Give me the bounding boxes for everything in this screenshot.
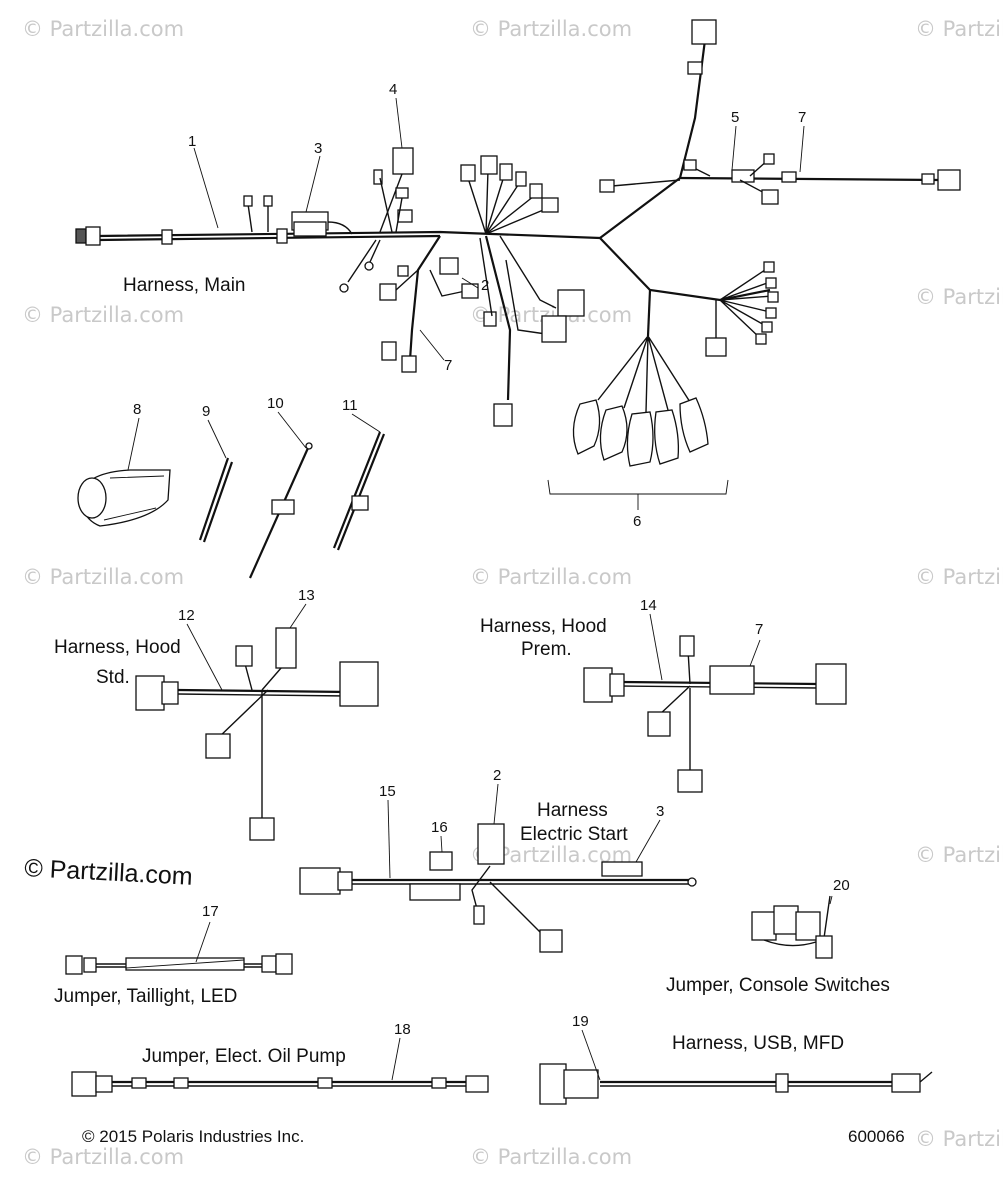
callout-7-hood-prem: 7 <box>755 621 763 638</box>
callout-19: 19 <box>572 1013 589 1030</box>
callout-7-main-lower: 7 <box>444 357 452 374</box>
callout-14: 14 <box>640 597 657 614</box>
label-jumper-oil-pump: Jumper, Elect. Oil Pump <box>142 1046 346 1067</box>
callout-3: 3 <box>314 140 322 157</box>
watermark: © Partzilla.com <box>22 1145 184 1169</box>
watermark: © Partzilla.com <box>470 565 632 589</box>
watermark: © Partzilla.com <box>470 1145 632 1169</box>
watermark: © Partzilla.com <box>915 1127 1003 1151</box>
footer: © 2015 Polaris Industries Inc. 600066 <box>82 1127 905 1146</box>
callout-10: 10 <box>267 395 284 412</box>
jumper-oil-pump-drawing <box>71 1071 489 1097</box>
callout-1: 1 <box>188 133 196 150</box>
callout-numbers: 1 2 3 4 5 6 7 7 8 9 10 11 12 13 14 7 15 … <box>133 81 850 1038</box>
label-harness-main: Harness, Main <box>123 275 246 296</box>
copyright-text: © 2015 Polaris Industries Inc. <box>82 1127 304 1146</box>
callout-4: 4 <box>389 81 397 98</box>
callout-5: 5 <box>731 109 739 126</box>
callout-16: 16 <box>431 819 448 836</box>
label-harness-usb: Harness, USB, MFD <box>672 1033 844 1054</box>
callout-6: 6 <box>633 513 641 530</box>
main-watermark: © Partzilla.com <box>24 854 194 891</box>
jumper-console-drawing <box>751 895 833 959</box>
label-harness-electric-start-2: Electric Start <box>520 824 628 845</box>
harness-electric-start-drawing <box>299 823 697 953</box>
callout-9: 9 <box>202 403 210 420</box>
leader-lines <box>127 97 833 1081</box>
callout-17: 17 <box>202 903 219 920</box>
label-jumper-taillight: Jumper, Taillight, LED <box>54 986 237 1007</box>
callout-20: 20 <box>833 877 850 894</box>
ties-drawing <box>198 431 386 579</box>
callout-15: 15 <box>379 783 396 800</box>
diagram-number: 600066 <box>848 1127 905 1146</box>
watermark: © Partzilla.com <box>22 565 184 589</box>
label-harness-hood-std-1: Harness, Hood <box>54 637 181 658</box>
label-harness-hood-prem-2: Prem. <box>521 639 572 660</box>
watermark: © Partzilla.com <box>22 303 184 327</box>
callout-12: 12 <box>178 607 195 624</box>
label-harness-hood-prem-1: Harness, Hood <box>480 616 607 637</box>
watermark: © Partzilla.com <box>915 565 1003 589</box>
harness-hood-std-drawing <box>135 627 379 841</box>
group-labels: Harness, Main Harness, Hood Std. Harness… <box>54 275 890 1067</box>
callout-8: 8 <box>133 401 141 418</box>
callout-2-elec: 2 <box>493 767 501 784</box>
callout-3-elec: 3 <box>656 803 664 820</box>
watermark: © Partzilla.com <box>915 843 1003 867</box>
callout-13: 13 <box>298 587 315 604</box>
callout-7: 7 <box>798 109 806 126</box>
label-harness-hood-std-2: Std. <box>96 667 130 688</box>
jumper-taillight-drawing <box>65 953 293 975</box>
callout-11: 11 <box>342 397 358 414</box>
harness-hood-prem-drawing <box>583 635 847 793</box>
cover-8-drawing <box>77 469 171 527</box>
watermark: © Partzilla.com <box>915 285 1003 309</box>
label-harness-electric-start-1: Harness <box>537 800 608 821</box>
harness-main-drawing <box>75 19 961 467</box>
watermark: © Partzilla.com <box>470 17 632 41</box>
label-jumper-console: Jumper, Console Switches <box>666 975 890 996</box>
harness-usb-drawing <box>539 1063 933 1105</box>
watermark: © Partzilla.com <box>22 17 184 41</box>
callout-18: 18 <box>394 1021 411 1038</box>
callout-2: 2 <box>481 277 489 294</box>
watermark: © Partzilla.com <box>915 17 1003 41</box>
